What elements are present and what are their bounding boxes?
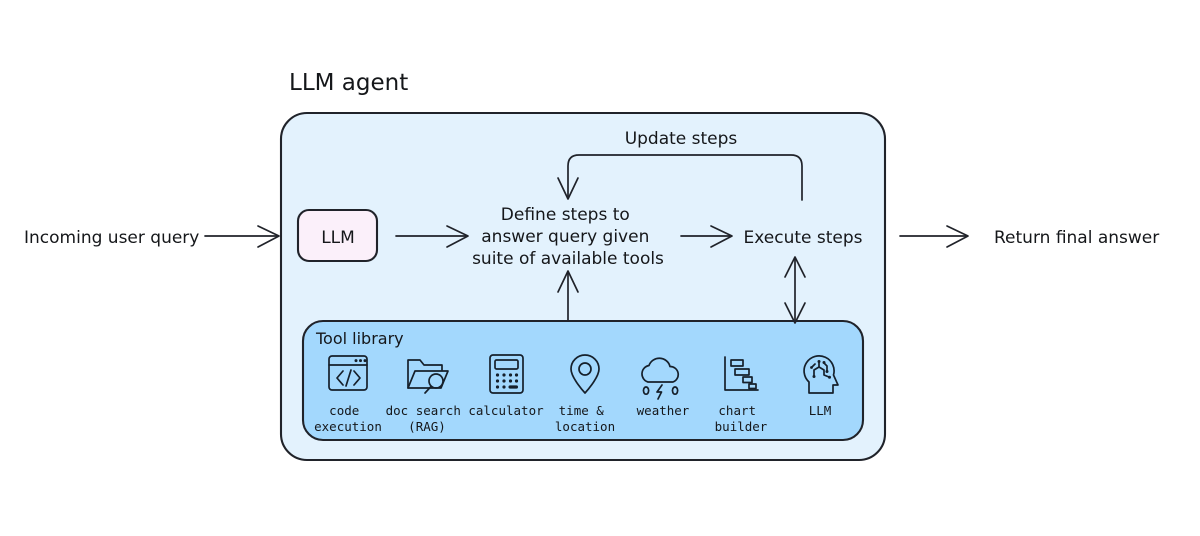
tool-label: time & location (555, 403, 615, 434)
update-steps-label: Update steps (625, 129, 738, 149)
define-to-execute-arrow (680, 225, 733, 248)
define-steps-line-3: suite of available tools (472, 249, 664, 269)
tool-item-chart-builder[interactable]: chart builder (715, 403, 768, 434)
tool-item-code-execution[interactable]: code execution (314, 403, 382, 434)
incoming-query-label: Incoming user query (24, 228, 199, 248)
incoming-query-arrow (204, 225, 280, 248)
execute-to-answer-arrow (899, 225, 969, 248)
code-execution-icon (328, 355, 368, 391)
tool-label: LLM (809, 403, 832, 418)
tool-label: chart builder (715, 403, 768, 434)
llm-to-define-arrow (395, 225, 469, 248)
tool-library-label: Tool library (315, 329, 404, 348)
doc-search-icon (407, 359, 449, 394)
llm-box-label: LLM (321, 228, 355, 248)
tool-label: doc search (RAG) (386, 403, 469, 434)
execute-tools-bidirectional-arrow (784, 256, 806, 324)
llm-brain-icon (803, 355, 839, 394)
define-steps-label: Define steps to answer query given suite… (472, 205, 664, 269)
tool-item-llm[interactable]: LLM (809, 403, 832, 418)
chart-builder-icon (724, 356, 759, 391)
page-title: LLM agent (289, 70, 408, 96)
weather-icon (641, 357, 680, 400)
tools-to-define-arrow (557, 270, 579, 322)
tool-item-time-location[interactable]: time & location (555, 403, 615, 434)
tool-library-container (301, 319, 865, 442)
tool-item-doc-search[interactable]: doc search (RAG) (386, 403, 469, 434)
update-steps-loop-arrow (557, 154, 803, 201)
llm-box[interactable] (296, 208, 379, 263)
time-location-icon (570, 354, 600, 394)
tool-item-calculator[interactable]: calculator (468, 403, 544, 418)
tool-label: weather (637, 403, 690, 418)
return-answer-label: Return final answer (994, 228, 1159, 248)
tool-label: calculator (468, 403, 544, 418)
define-steps-line-2: answer query given (481, 227, 649, 247)
define-steps-line-1: Define steps to (501, 205, 630, 225)
tool-item-weather[interactable]: weather (637, 403, 690, 418)
calculator-icon (489, 354, 524, 394)
execute-steps-label: Execute steps (743, 228, 862, 248)
tool-label: code execution (314, 403, 382, 434)
